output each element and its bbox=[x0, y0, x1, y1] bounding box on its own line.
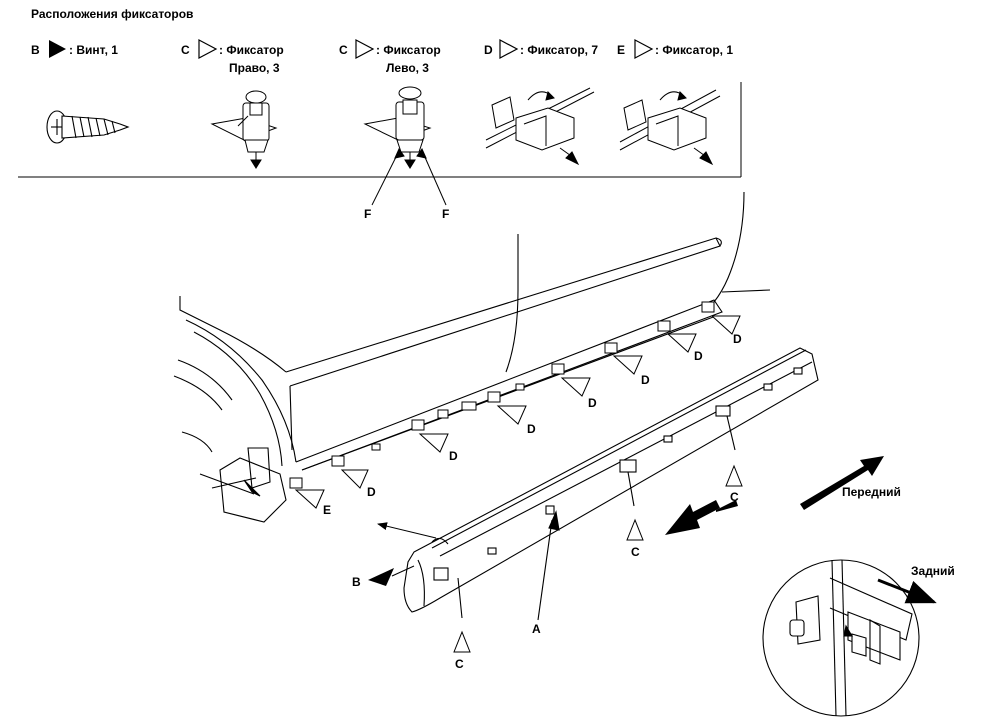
callout-d-6: D bbox=[694, 349, 703, 363]
clip-left-illustration bbox=[363, 86, 447, 206]
legend-c-right-text2: Право, 3 bbox=[229, 61, 280, 75]
rear-direction-arrow bbox=[877, 578, 937, 604]
garnish-removal-arrow bbox=[377, 522, 437, 539]
legend-outline-triangle-e bbox=[634, 39, 654, 59]
legend-filled-triangle-b bbox=[49, 40, 66, 58]
legend-b-text: : Винт, 1 bbox=[69, 43, 118, 57]
clip-e-illustration bbox=[619, 89, 721, 166]
callout-d-3: D bbox=[527, 422, 536, 436]
legend-frame bbox=[18, 82, 742, 178]
legend-b-letter: B bbox=[31, 43, 40, 57]
clip-right-illustration bbox=[210, 90, 278, 169]
direction-rear-label: Задний bbox=[911, 564, 955, 578]
car-body-outline bbox=[173, 191, 771, 523]
callout-d-7: D bbox=[733, 332, 742, 346]
callout-b-arrow bbox=[368, 565, 415, 586]
legend-e-letter: E bbox=[617, 43, 626, 57]
callout-c-1: C bbox=[730, 490, 739, 504]
callout-triangles-c bbox=[453, 464, 743, 653]
legend-c-left-letter: C bbox=[339, 43, 348, 57]
legend-c-left-text2: Лево, 3 bbox=[386, 61, 429, 75]
legend-c-right-letter: C bbox=[181, 43, 190, 57]
callout-d-4: D bbox=[588, 396, 597, 410]
legend-c-right-text: : Фиксатор bbox=[219, 43, 284, 57]
diagram-title: Расположения фиксаторов bbox=[31, 7, 194, 21]
direction-arrows bbox=[665, 456, 884, 535]
callout-f-left: F bbox=[364, 207, 372, 221]
legend-d-letter: D bbox=[484, 43, 493, 57]
callout-e: E bbox=[323, 503, 332, 517]
legend-c-left-text: : Фиксатор bbox=[376, 43, 441, 57]
callout-c-2: C bbox=[631, 545, 640, 559]
callout-d-5: D bbox=[641, 373, 650, 387]
callout-a: A bbox=[532, 622, 541, 636]
callout-d-2: D bbox=[449, 449, 458, 463]
clip-d-illustration bbox=[485, 87, 595, 166]
legend-outline-triangle-c-left bbox=[355, 39, 375, 59]
callout-c-3: C bbox=[455, 657, 464, 671]
side-sill-garnish bbox=[403, 347, 819, 621]
legend-outline-triangle-c-right bbox=[198, 39, 218, 59]
screw-illustration bbox=[46, 110, 130, 144]
callout-triangles-body bbox=[294, 315, 741, 509]
callout-f-right: F bbox=[442, 207, 450, 221]
legend-e-text: : Фиксатор, 1 bbox=[655, 43, 734, 57]
clip-pockets bbox=[289, 301, 715, 489]
legend-outline-triangle-d bbox=[499, 39, 519, 59]
callout-b: B bbox=[352, 575, 361, 589]
direction-front-label: Передний bbox=[842, 485, 901, 499]
legend-d-text: : Фиксатор, 7 bbox=[520, 43, 599, 57]
callout-d-1: D bbox=[367, 485, 376, 499]
detail-circle bbox=[762, 559, 920, 717]
